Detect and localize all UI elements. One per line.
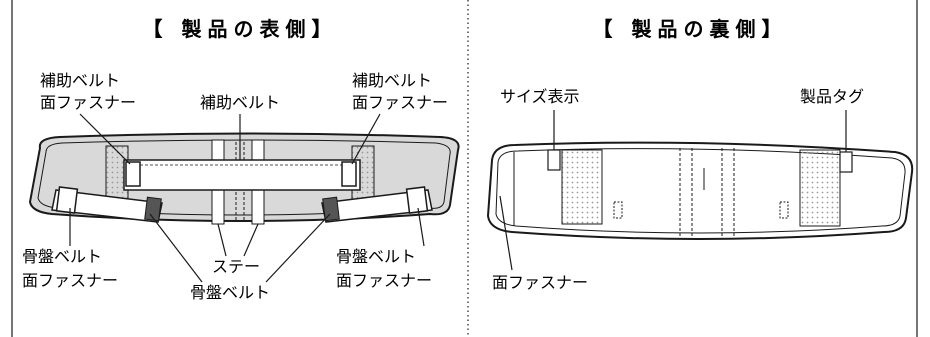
front-view: 【 製品の表側】 補助ベルト 面ファスナー bbox=[22, 17, 460, 302]
back-size-display-tag bbox=[547, 149, 561, 171]
label-pelvic-belt: 骨盤ベルト bbox=[190, 283, 270, 302]
label-fastener: 面ファスナー bbox=[492, 273, 588, 292]
front-aux-belt bbox=[123, 159, 361, 191]
label-product-tag: 製品タグ bbox=[800, 87, 864, 106]
back-mesh-left bbox=[561, 149, 603, 225]
front-leader-lines bbox=[69, 113, 425, 283]
label-aux-fastener-right-1: 補助ベルト bbox=[352, 71, 432, 90]
label-size-display: サイズ表示 bbox=[500, 87, 580, 106]
label-pelvic-fastener-left-1: 骨盤ベルト bbox=[22, 247, 102, 266]
label-aux-fastener-left-2: 面ファスナー bbox=[40, 93, 136, 112]
label-aux-fastener-right-2: 面ファスナー bbox=[352, 93, 448, 112]
front-aux-fastener-left bbox=[125, 161, 141, 187]
label-stays: ステー bbox=[212, 257, 260, 276]
label-pelvic-fastener-left-2: 面ファスナー bbox=[22, 271, 118, 290]
back-loop-left bbox=[613, 201, 623, 219]
back-leader-lines bbox=[499, 110, 847, 271]
back-title: 【 製品の裏側】 bbox=[593, 17, 788, 41]
label-aux-belt: 補助ベルト bbox=[200, 93, 280, 112]
label-aux-fastener-left-1: 補助ベルト bbox=[40, 71, 120, 90]
front-pelvic-belt-right bbox=[321, 186, 433, 223]
label-pelvic-fastener-right-1: 骨盤ベルト bbox=[336, 247, 416, 266]
front-aux-fastener-right bbox=[341, 161, 357, 187]
label-pelvic-fastener-right-2: 面ファスナー bbox=[336, 271, 432, 290]
back-mesh-right bbox=[799, 149, 841, 227]
back-product-tag bbox=[839, 151, 853, 173]
front-title: 【 製品の表側】 bbox=[143, 17, 338, 41]
front-pelvic-belt-left bbox=[51, 186, 163, 223]
back-belt-inner-edge bbox=[495, 148, 906, 234]
back-view: 【 製品の裏側】 サイズ表示 製品タグ 面ファスナー bbox=[486, 17, 914, 292]
back-loop-right bbox=[779, 201, 789, 219]
